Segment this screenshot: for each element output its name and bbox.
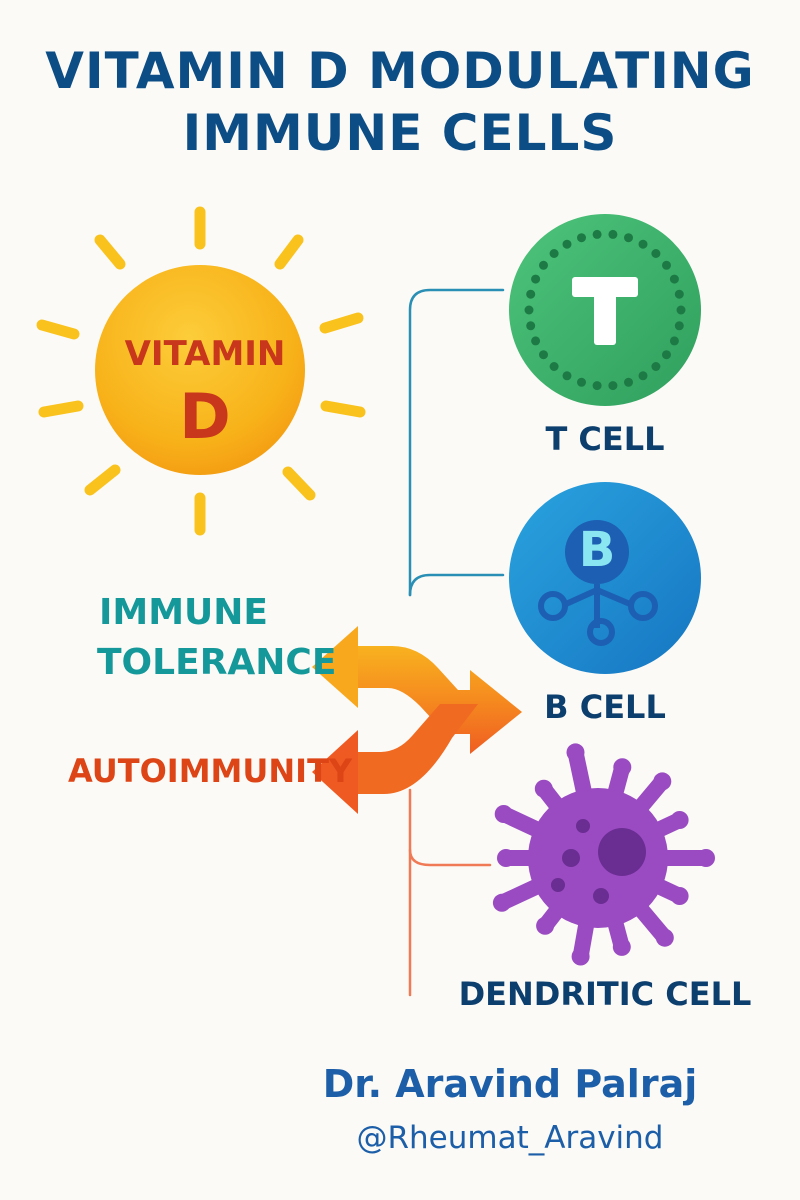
t-cell-dot [531,336,541,346]
t-cell-dot [562,371,572,381]
t-cell-dot [651,249,661,258]
t-cell-dot [638,239,648,249]
t-cell-dot [526,321,536,331]
title-line-1: VITAMIN D MODULATING [45,42,755,100]
dendrite-tip [492,893,511,912]
t-cell-dot [539,260,548,270]
autoimmunity-label: AUTOIMMUNITY [68,752,353,790]
t-cell-dot [669,336,679,346]
t-cell-dot [526,289,536,299]
t-cell-icon [509,214,701,406]
t-cell-dot [662,260,671,270]
dendrite-tip [697,849,715,867]
dendrite-tip [534,779,553,798]
t-cell-dot [592,229,602,239]
t-cell-dot [651,362,661,371]
b-cell-icon [509,482,701,674]
dendrite-tip [655,928,674,947]
b-cell-label: B CELL [544,688,666,726]
t-cell-dot [562,239,572,249]
t-cell-dot [524,305,534,315]
dendrite-tip [494,805,513,823]
t-cell-dot [674,321,684,331]
split-arrow-icon [312,626,522,814]
dendrite-tip [653,772,672,791]
dendritic-cell-label: DENDRITIC CELL [458,975,752,1013]
dendrite-tip [497,849,515,867]
vitamin-d-letter: D [179,380,231,453]
dendrite-tip [670,887,689,905]
dendrite-tip [536,916,555,935]
dendritic-cell-icon [492,743,715,966]
t-cell-dot [592,381,602,391]
t-cell-dot [608,229,618,239]
dendrite-tip [566,743,585,762]
vitamin-label: VITAMIN [124,334,286,374]
t-cell-dot [624,377,633,387]
dendrite-tip [571,947,590,966]
dendrite-tip [612,937,631,956]
sun-icon [36,206,366,536]
immune-tolerance-label: IMMUNE TOLERANCE [97,588,336,688]
t-cell-dot [549,249,559,258]
t-cell-dot [531,274,541,284]
dendrite-tip [613,758,632,777]
t-cell-dot [608,381,618,391]
t-cell-dot [638,371,648,381]
t-cell-dot [624,233,633,243]
t-cell-dot [662,350,671,360]
dendrite-tip [670,811,689,829]
tolerance-line-1: IMMUNE [99,592,268,633]
connector-lines [408,288,505,997]
t-cell-dot [577,377,586,387]
t-cell-dot [676,305,686,315]
t-cell-label: T CELL [545,420,665,458]
author-name: Dr. Aravind Palraj [322,1062,698,1106]
t-cell-dot [539,350,548,360]
title-line-2: IMMUNE CELLS [182,104,618,162]
page-title: VITAMIN D MODULATING IMMUNE CELLS [0,40,800,164]
author-handle: @Rheumat_Aravind [356,1120,664,1156]
t-cell-dot [669,274,679,284]
t-cell-dot [674,289,684,299]
t-cell-dot [577,233,586,243]
t-cell-dot [549,362,559,371]
tolerance-line-2: TOLERANCE [97,642,337,683]
b-glyph: B [578,522,616,578]
